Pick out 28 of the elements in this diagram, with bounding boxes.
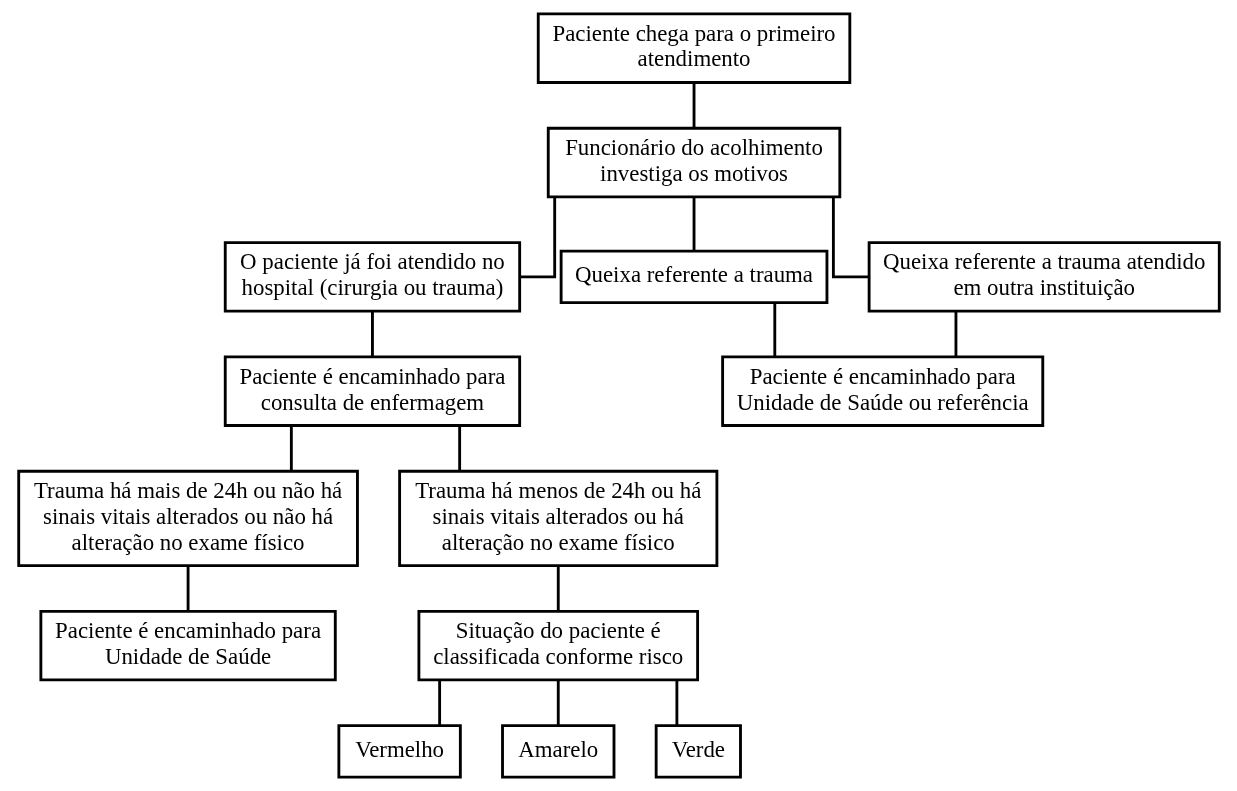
node-box: O paciente já foi atendido no hospital (cirurgia ou trauma) [223,241,521,313]
connector [692,196,695,251]
connector [556,680,560,726]
connector [519,196,556,279]
connector [289,425,293,471]
node-box: Situação do paciente é classificada conforme risco [417,609,699,682]
node-box: Funcionário do acolhimento investiga os motivos [546,126,841,199]
connector [674,680,678,726]
connector [831,196,869,279]
connector [772,302,776,357]
connector [186,565,189,611]
connector [692,82,695,128]
connector [370,311,374,357]
connector [457,425,461,471]
connector [954,311,957,357]
node-box: Paciente é encaminhado para consulta de enfermagem [223,355,521,427]
connector [556,565,560,611]
node-box: Queixa referente a trauma [559,249,828,305]
node-box: Amarelo [500,724,615,779]
node-box: Trauma há menos de 24h ou há sinais vitais alterados ou há alteração no exame físico [397,469,718,567]
node-box: Vermelho [336,724,462,779]
connector [437,680,441,726]
node-box: Verde [654,724,742,779]
node-box: Queixa referente a trauma atendido em outra instituição [867,241,1221,313]
node-box: Trauma há mais de 24h ou não há sinais vitais alterados ou não há alteração no exame físico [16,469,359,567]
node-box: Paciente chega para o primeiro atendimento [536,12,851,84]
node-box: Paciente é encaminhado para Unidade de Saúde [38,609,337,682]
node-box: Paciente é encaminhado para Unidade de Saúde ou referência [720,355,1044,427]
